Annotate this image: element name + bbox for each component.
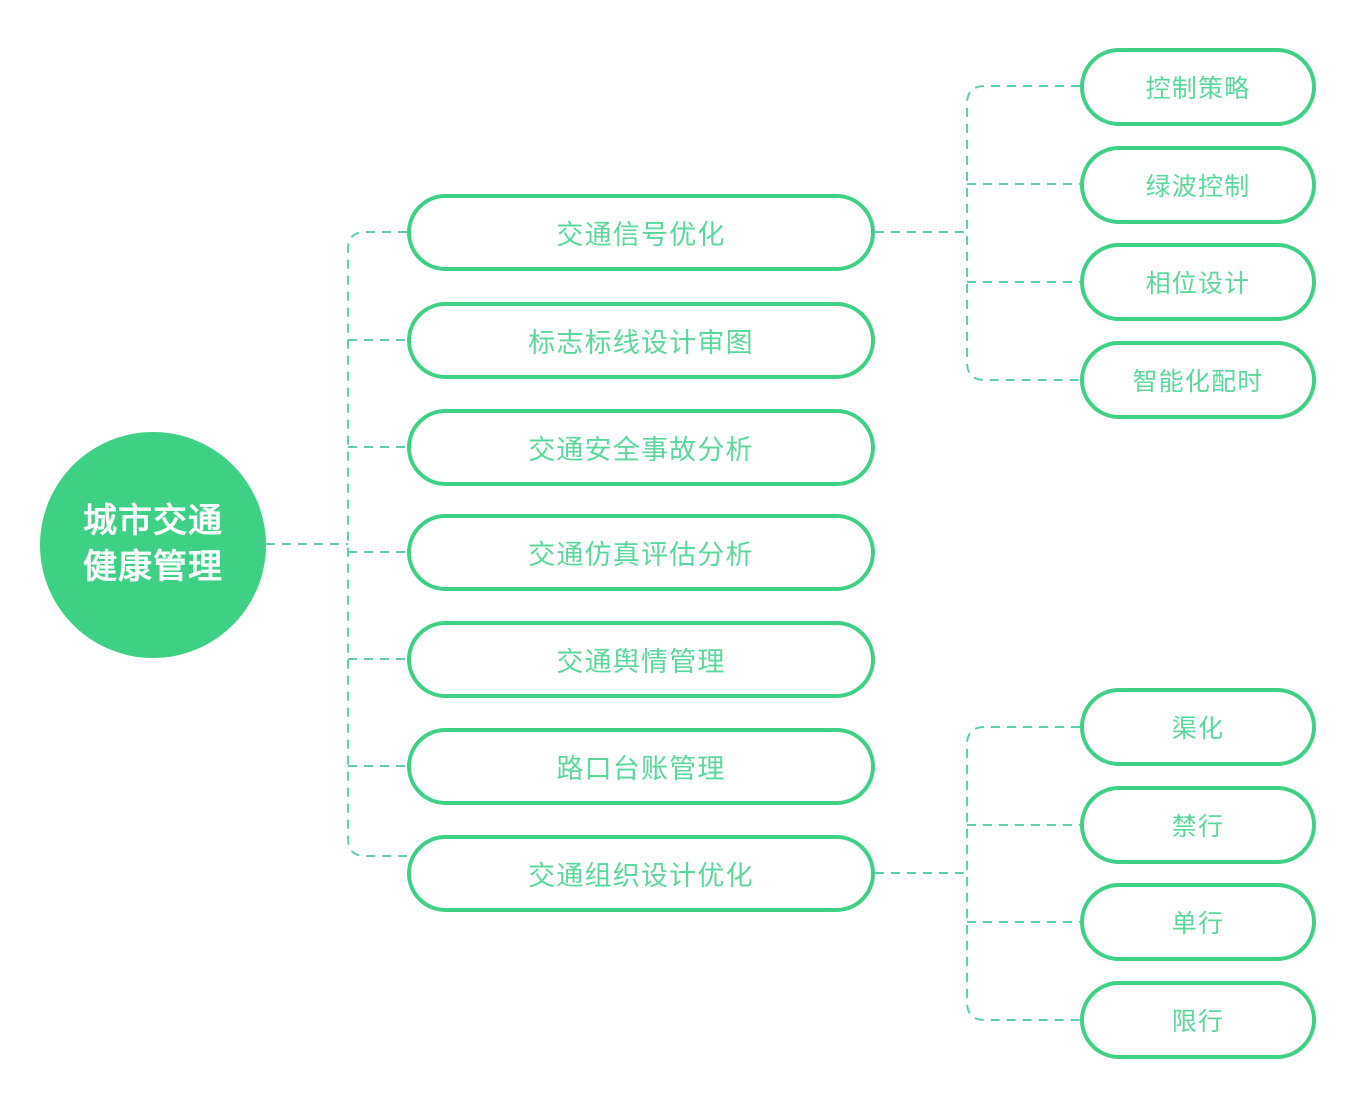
connector-signal-spine (966, 85, 1080, 381)
branch-node-traffic-safety-accident-analysis[interactable]: 交通安全事故分析 (407, 409, 875, 486)
sub-node-label: 禁行 (1171, 813, 1225, 841)
branch-node-traffic-signal-optimization[interactable]: 交通信号优化 (407, 194, 875, 271)
hub-node[interactable]: 城市交通 健康管理 (40, 432, 266, 658)
branch-label: 交通安全事故分析 (528, 435, 754, 465)
branch-node-traffic-simulation-evaluation-analysis[interactable]: 交通仿真评估分析 (407, 514, 875, 591)
sub-node-intelligent-timing[interactable]: 智能化配时 (1080, 341, 1316, 419)
branch-label: 交通舆情管理 (556, 647, 726, 677)
hub-label-line-2: 健康管理 (83, 548, 223, 586)
sub-node-label: 相位设计 (1145, 270, 1251, 298)
sub-node-green-wave-control[interactable]: 绿波控制 (1080, 146, 1316, 224)
branch-label: 交通组织设计优化 (528, 861, 754, 891)
sub-node-label: 单行 (1171, 910, 1225, 938)
sub-node-label: 控制策略 (1145, 75, 1251, 103)
sub-node-label: 智能化配时 (1132, 368, 1264, 396)
sub-node-channelization[interactable]: 渠化 (1080, 688, 1316, 766)
branch-label: 交通仿真评估分析 (528, 540, 754, 570)
sub-node-phase-design[interactable]: 相位设计 (1080, 243, 1316, 321)
branch-node-traffic-public-opinion-management[interactable]: 交通舆情管理 (407, 621, 875, 698)
hub-label-line-1: 城市交通 (83, 502, 223, 541)
sub-node-label: 渠化 (1171, 715, 1225, 743)
branch-node-traffic-organization-design-optimization[interactable]: 交通组织设计优化 (407, 835, 875, 912)
branch-label: 路口台账管理 (556, 754, 726, 784)
branch-node-intersection-ledger-management[interactable]: 路口台账管理 (407, 728, 875, 805)
sub-node-one-way[interactable]: 单行 (1080, 883, 1316, 961)
branch-label: 标志标线设计审图 (528, 328, 754, 358)
connector-organization-spine (966, 726, 1080, 1021)
sub-node-restricted-traffic[interactable]: 限行 (1080, 981, 1316, 1059)
sub-node-control-strategy[interactable]: 控制策略 (1080, 48, 1316, 126)
branch-node-sign-marking-design-review[interactable]: 标志标线设计审图 (407, 302, 875, 379)
branch-label: 交通信号优化 (556, 220, 726, 250)
connector-main-spine (347, 231, 407, 857)
sub-node-label: 绿波控制 (1145, 173, 1251, 201)
sub-node-no-entry[interactable]: 禁行 (1080, 786, 1316, 864)
sub-node-label: 限行 (1171, 1008, 1225, 1036)
